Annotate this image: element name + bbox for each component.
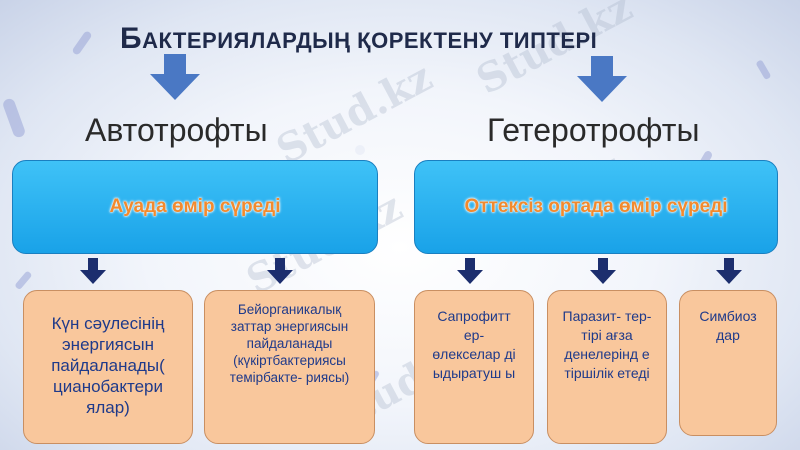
type-box-parasites: Паразит- тер- тірі ағза денелерінд е тір… <box>547 290 667 444</box>
type-box-solar-energy: Күн сәулесінің энергиясын пайдаланады( ц… <box>23 290 193 444</box>
habitat-text-autotrophs: Ауада өмір сүреді <box>109 196 281 217</box>
down-arrow-icon <box>590 258 616 284</box>
habitat-text-heterotrophs: Оттексіз ортада өмір сүреді <box>464 196 728 217</box>
habitat-box-heterotrophs: Оттексіз ортада өмір сүреді <box>414 160 778 254</box>
down-arrow-icon <box>150 54 200 100</box>
down-arrow-icon <box>457 258 483 284</box>
title-rest: АКТЕРИЯЛАРДЫҢ ҚОРЕКТЕНУ ТИПТЕРІ <box>142 28 598 53</box>
habitat-box-autotrophs: Ауада өмір сүреді <box>12 160 378 254</box>
down-arrow-icon <box>80 258 106 284</box>
type-box-inorganic-energy: Бейорганикалық заттар энергиясын пайдала… <box>204 290 375 444</box>
down-arrow-icon <box>716 258 742 284</box>
down-arrow-icon <box>577 56 627 102</box>
page-title: БАКТЕРИЯЛАРДЫҢ ҚОРЕКТЕНУ ТИПТЕРІ <box>120 22 597 56</box>
category-autotrophs: Автотрофты <box>85 112 268 148</box>
down-arrow-icon <box>267 258 293 284</box>
type-box-symbiosis: Симбиоз дар <box>679 290 777 436</box>
title-first-letter: Б <box>120 22 143 55</box>
category-heterotrophs: Гетеротрофты <box>487 112 700 148</box>
watermark: Stud.kz <box>268 53 440 174</box>
type-box-saprophytes: Сапрофитт ер- өлекселар ді ыдыратуш ы <box>414 290 534 444</box>
